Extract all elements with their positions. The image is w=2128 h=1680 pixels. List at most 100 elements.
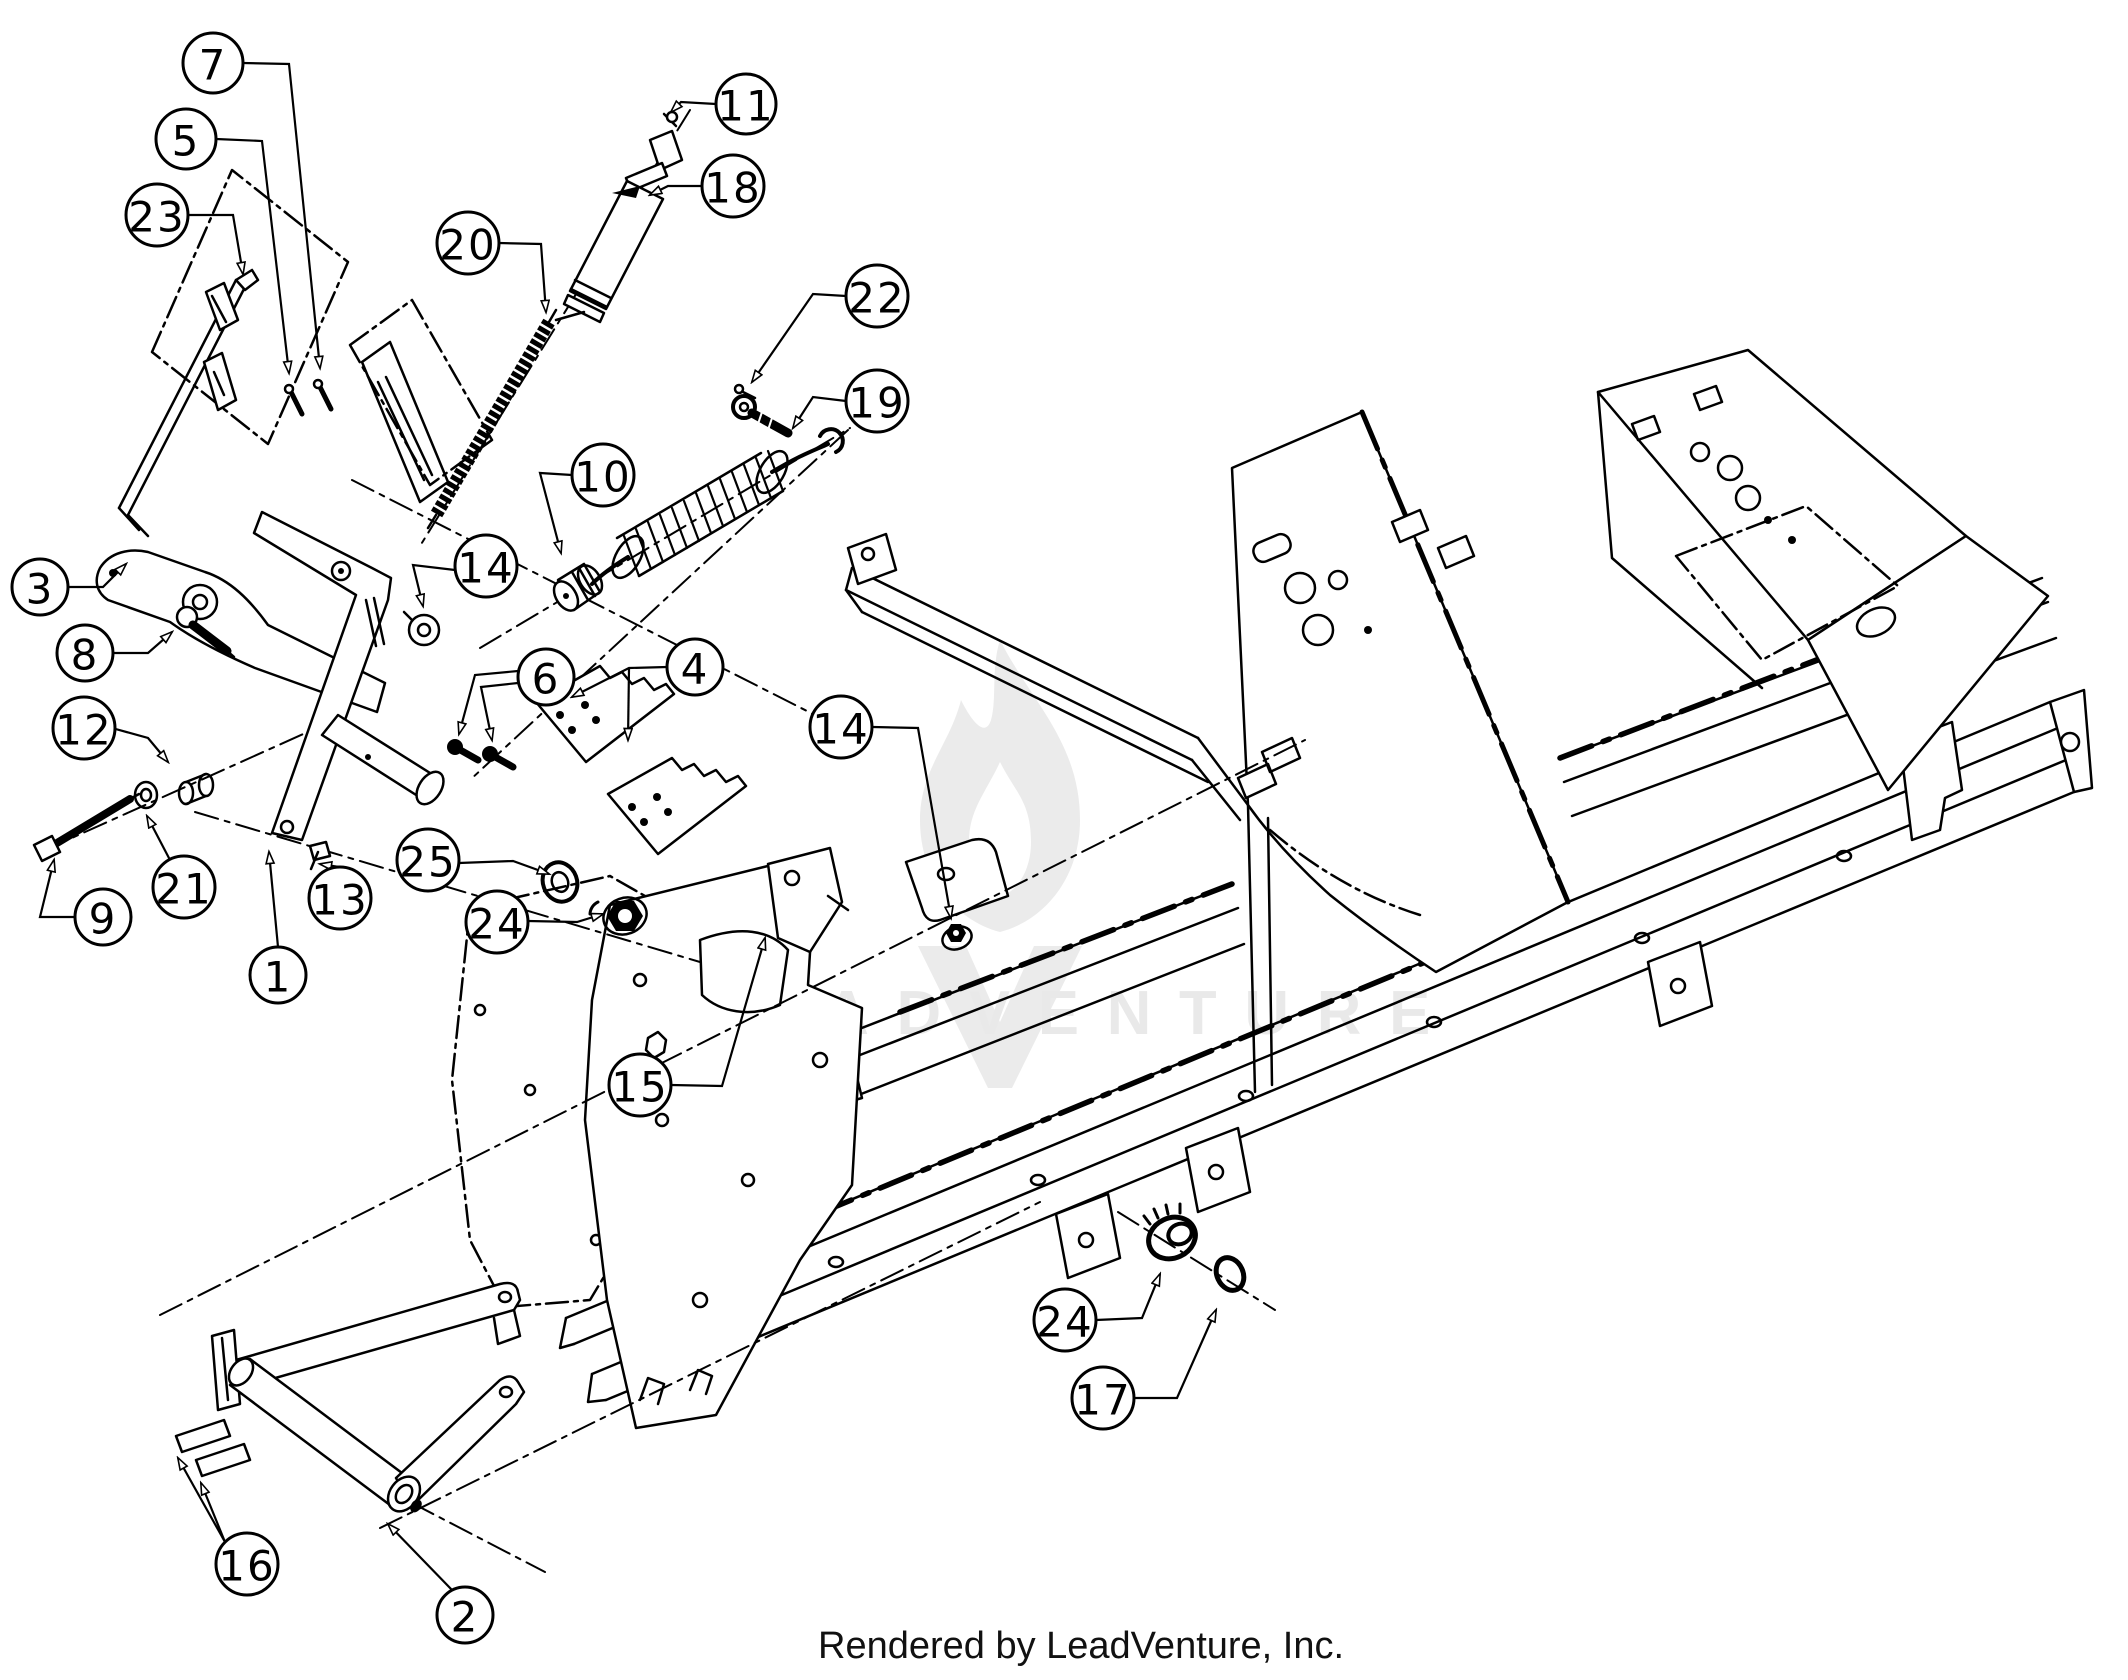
carriage-bolts-6: [447, 739, 517, 771]
flange-nut-24a: [588, 896, 648, 936]
leader-line: [215, 137, 289, 373]
callout-6: 6: [459, 647, 576, 740]
frame-rear-box: [1596, 348, 2050, 792]
balloon-number: 24: [1036, 1298, 1093, 1347]
leadventure-v-mark: [918, 946, 1082, 1088]
balloon-circle: [1032, 1287, 1098, 1353]
leader-line: [411, 563, 456, 606]
washer-ring-25: [540, 860, 580, 904]
pedal-arm-1: [252, 510, 393, 842]
pedal-assembly: [174, 1281, 526, 1513]
balloon-number: 15: [611, 1063, 668, 1112]
balloon-circle: [844, 263, 910, 329]
leader-line: [201, 1483, 227, 1543]
balloon-number: 14: [457, 544, 514, 593]
balloon-number: 23: [128, 193, 185, 242]
slotted-link-7: [202, 351, 238, 412]
balloon-number: 18: [704, 164, 761, 213]
balloon-circle: [248, 945, 308, 1005]
balloon-circle: [1070, 1365, 1136, 1431]
balloon-circle: [516, 647, 576, 707]
balloon-number: 7: [199, 41, 228, 90]
balloon-number: 5: [172, 117, 201, 166]
flange-bushing-24b: [1142, 1202, 1198, 1262]
leader-line: [498, 241, 546, 312]
balloon-number: 16: [218, 1542, 275, 1591]
leader-line: [793, 395, 847, 428]
balloon-number: 14: [812, 705, 869, 754]
shoulder-bolt-8: [175, 605, 236, 659]
nut-13: [308, 840, 332, 871]
phantom-bracket-outline: [150, 168, 350, 446]
frame-left-panel: [1230, 409, 1571, 1094]
callout-25: 25: [395, 827, 549, 893]
leader-line: [752, 292, 847, 382]
callout-2: 2: [388, 1524, 495, 1645]
leader-line: [388, 1524, 453, 1591]
leader-line: [628, 667, 629, 740]
callout-19: 19: [793, 368, 910, 434]
leader-line: [527, 914, 603, 924]
balloon-number: 6: [532, 655, 561, 704]
balloon-circle: [453, 533, 519, 599]
balloon-circle: [181, 31, 245, 95]
callout-21: 21: [147, 816, 217, 920]
balloon-number: 19: [848, 379, 905, 428]
serrated-plate-4b: [606, 756, 748, 856]
balloon-circle: [151, 854, 217, 920]
callout-1: 1: [248, 852, 308, 1005]
callout-14-a: 14: [411, 533, 519, 606]
leader-line: [671, 102, 717, 112]
callout-22: 22: [752, 263, 910, 382]
bolt-9: [32, 792, 141, 863]
leader-line: [68, 564, 126, 589]
spring-20: [426, 308, 558, 530]
leader-line: [38, 860, 75, 919]
balloon-circle: [395, 827, 461, 893]
leader-line: [242, 61, 320, 368]
callout-13: 13: [307, 864, 373, 931]
leader-line: [1134, 1310, 1216, 1400]
callout-18: 18: [650, 153, 766, 219]
balloon-number: 2: [451, 1593, 480, 1642]
leader-line: [111, 726, 168, 762]
balloon-circle: [714, 72, 778, 136]
balloon-circle: [214, 1531, 280, 1597]
balloon-circle: [570, 442, 636, 508]
callout-17: 17: [1070, 1310, 1216, 1431]
leader-line: [147, 816, 171, 861]
balloon-number: 1: [264, 953, 293, 1002]
balloon-circle: [10, 557, 70, 617]
leader-line: [479, 681, 519, 740]
balloon-circle: [435, 210, 501, 276]
leader-line: [188, 213, 243, 274]
roller-10: [552, 562, 604, 612]
leader-line: [872, 725, 951, 918]
leader-line: [670, 938, 765, 1088]
balloon-number: 22: [848, 274, 905, 323]
balloon-number: 21: [155, 865, 212, 914]
balloon-circle: [844, 368, 910, 434]
callout-15: 15: [607, 938, 765, 1118]
callout-12: 12: [51, 695, 168, 762]
balloon-number: 10: [574, 453, 631, 502]
callout-4: 4: [572, 637, 725, 740]
balloon-circle: [700, 153, 766, 219]
spacer-12: [177, 772, 215, 806]
callout-10: 10: [538, 442, 636, 553]
flange-nut-14b: [941, 924, 973, 951]
callout-24-b: 24: [1032, 1274, 1160, 1353]
cross-tube: [320, 713, 445, 806]
balloon-circle: [607, 1052, 673, 1118]
callout-24-a: 24: [464, 889, 603, 955]
callout-3: 3: [10, 557, 126, 617]
balloon-circle: [808, 694, 874, 760]
balloon-number: 9: [89, 895, 118, 944]
balloon-circle: [51, 695, 117, 761]
link-rod-23: [117, 268, 260, 538]
balloon-number: 11: [717, 82, 774, 131]
callout-9: 9: [38, 860, 133, 947]
balloon-circle: [55, 623, 115, 683]
